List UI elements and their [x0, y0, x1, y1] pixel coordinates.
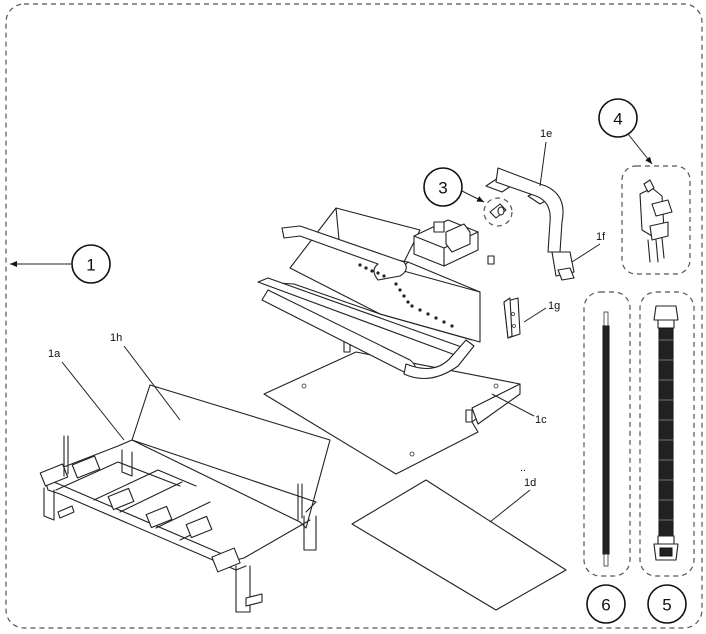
svg-text:..: .. — [520, 462, 526, 474]
callout-3-text: 3 — [438, 179, 447, 198]
gas-supply-tube — [485, 167, 575, 281]
label-1a[interactable]: 1a — [48, 348, 125, 441]
callout-6-text: 6 — [601, 596, 610, 615]
label-1e[interactable]: 1e — [539, 128, 552, 187]
callout-1-text: 1 — [86, 256, 95, 275]
svg-text:1h: 1h — [110, 332, 122, 344]
burner-ports — [358, 263, 454, 328]
svg-text:1c: 1c — [535, 414, 547, 426]
ember-tray — [351, 479, 567, 611]
gas-line-rod-part — [583, 291, 631, 577]
ember-screen-panel — [131, 384, 331, 529]
callout-5-text: 5 — [662, 596, 671, 615]
corrugation-lines — [659, 339, 673, 521]
svg-text:1d: 1d — [524, 477, 536, 489]
assembly-boundary — [5, 3, 703, 629]
label-1d[interactable]: .. 1d — [489, 462, 536, 523]
orifice-part — [483, 197, 513, 227]
bracket-part — [503, 297, 521, 339]
burner-pan — [257, 207, 495, 380]
svg-text:1f: 1f — [596, 231, 606, 243]
burner-tray — [263, 339, 521, 475]
label-1g[interactable]: 1g — [523, 300, 560, 323]
callout-4-text: 4 — [613, 110, 622, 129]
label-1c[interactable]: 1c — [491, 393, 547, 426]
pilot-assembly-part — [621, 165, 691, 275]
label-1h[interactable]: 1h — [110, 332, 181, 421]
callout-6[interactable]: 6 — [586, 584, 626, 624]
callout-1[interactable]: 1 — [10, 244, 111, 284]
svg-text:1a: 1a — [48, 348, 61, 360]
callout-4[interactable]: 4 — [598, 98, 653, 165]
label-1f[interactable]: 1f — [571, 231, 606, 263]
flex-connector-part — [639, 291, 695, 577]
grate-assembly — [39, 384, 331, 613]
callout-5[interactable]: 5 — [647, 584, 687, 624]
callout-3[interactable]: 3 — [423, 167, 485, 207]
svg-text:1g: 1g — [548, 300, 560, 312]
svg-text:1e: 1e — [540, 128, 552, 140]
